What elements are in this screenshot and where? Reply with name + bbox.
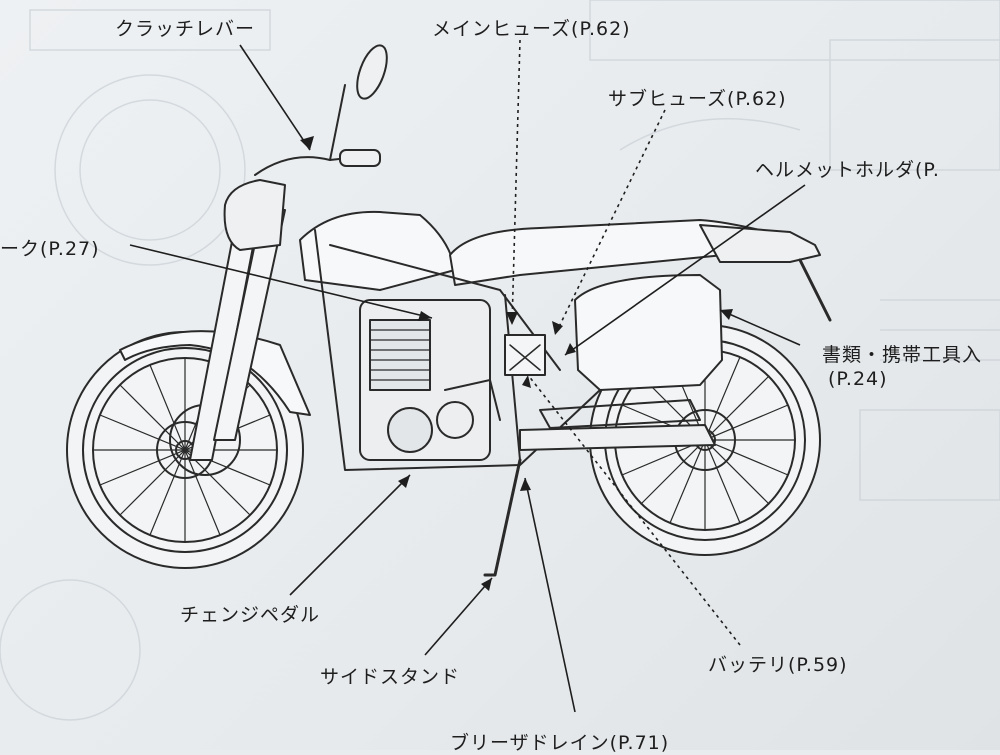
- label-helmet-holder: ヘルメットホルダ(P.: [755, 159, 940, 181]
- label-side-stand: サイドスタンド: [320, 666, 461, 688]
- leader-lines: [129, 39, 806, 713]
- label-documents-tools: 書類・携帯工具入: [822, 344, 983, 366]
- leader-arrowheads: [300, 136, 733, 591]
- label-documents-page: (P.24): [828, 368, 888, 390]
- label-choke: ーク(P.27): [0, 238, 100, 260]
- label-battery: バッテリ(P.59): [708, 654, 848, 676]
- bleed-through: [0, 0, 1000, 721]
- label-change-pedal: チェンジペダル: [180, 604, 321, 626]
- label-breather-drain: ブリーザドレイン(P.71): [450, 732, 670, 754]
- label-main-fuse: メインヒューズ(P.62): [432, 18, 631, 40]
- label-clutch-lever: クラッチレバー: [115, 18, 256, 40]
- label-sub-fuse: サブヒューズ(P.62): [608, 88, 787, 110]
- motorcycle: [66, 44, 832, 577]
- engine: [359, 299, 501, 461]
